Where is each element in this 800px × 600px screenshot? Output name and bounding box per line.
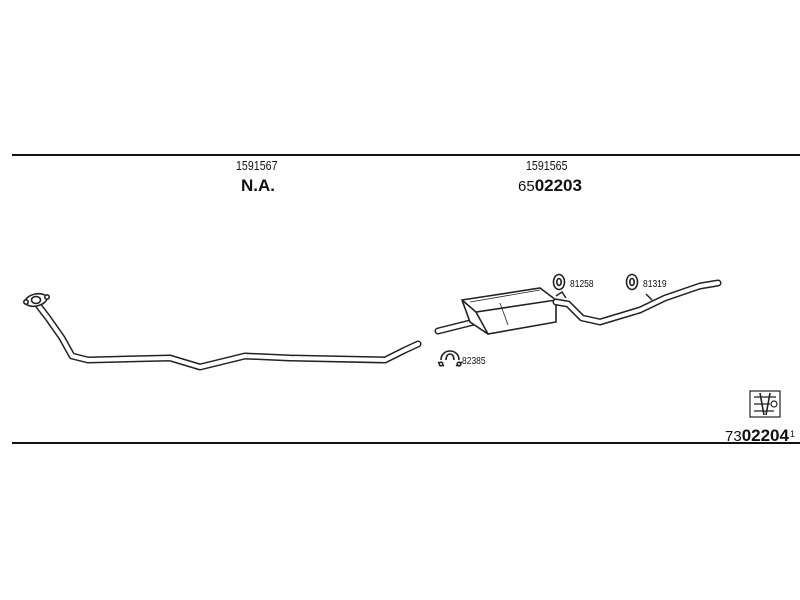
- page-reference-icon: [749, 390, 781, 418]
- tail-pipe: [552, 279, 722, 326]
- footer-code-prefix: 73: [725, 428, 742, 445]
- top-divider: [12, 154, 800, 156]
- rear-silencer-code: 6502203: [518, 176, 582, 196]
- rear-silencer-part-number: 1591565: [526, 158, 568, 173]
- clamp-part-number: 82385: [462, 356, 486, 367]
- hanger-b-part-number: 81319: [643, 279, 667, 290]
- rear-silencer-code-number: 02203: [534, 176, 582, 195]
- rear-silencer: [460, 287, 557, 335]
- rubber-hanger-icon: [552, 273, 566, 291]
- footer-code-number: 02204: [741, 426, 789, 445]
- front-pipe-part-number: 1591567: [236, 158, 278, 173]
- bottom-divider: [12, 442, 800, 444]
- tail-pipe-bracket: [555, 290, 653, 301]
- clamp-icon: [437, 350, 463, 367]
- rear-silencer-code-prefix: 65: [518, 178, 535, 195]
- front-pipe: [34, 301, 422, 371]
- footer-code: 73022041: [725, 426, 795, 446]
- front-pipe-code: N.A.: [241, 176, 275, 195]
- front-flange: [22, 292, 50, 308]
- hanger-a-part-number: 81258: [570, 279, 594, 290]
- footer-code-suffix: 1: [789, 429, 795, 439]
- rubber-hanger-icon: [625, 273, 639, 291]
